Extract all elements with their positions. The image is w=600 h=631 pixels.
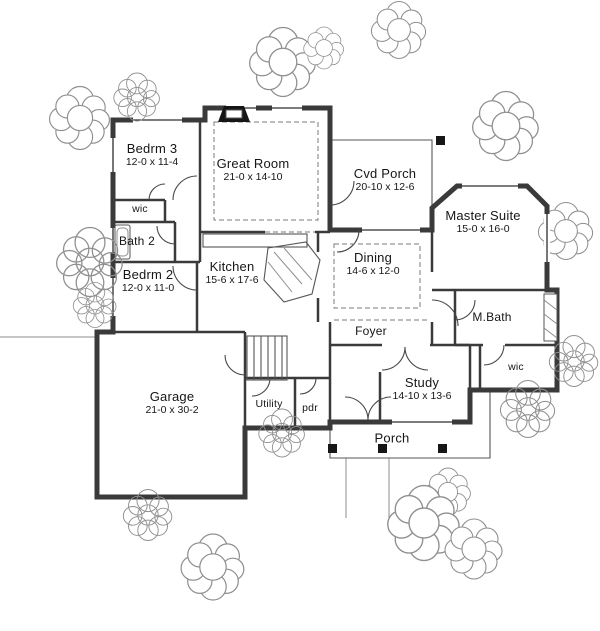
room-label-pdr: pdr (302, 402, 318, 414)
tree-icon (472, 90, 539, 162)
room-name: Foyer (355, 323, 387, 338)
room-label-mbath: M.Bath (472, 310, 511, 324)
room-label-dining: Dining 14-6 x 12-0 (346, 250, 399, 278)
room-dims: 12-0 x 11-4 (125, 156, 179, 169)
kitchen-island-hatch (267, 247, 313, 293)
tree-icon (370, 0, 427, 60)
trees-background (48, 0, 594, 601)
room-name: Study (404, 375, 440, 391)
room-label-master-suite: Master Suite 15-0 x 16-0 (445, 208, 520, 236)
room-label-bath2: Bath 2 (119, 234, 155, 248)
door-arc-icon (148, 183, 166, 201)
room-name: Garage (149, 389, 195, 405)
fixtures (114, 106, 558, 381)
column-icon (328, 444, 337, 453)
kitchen-counter (202, 233, 308, 248)
master-tub-hatch (543, 299, 558, 339)
room-name: Bedrm 2 (122, 267, 174, 283)
windows (110, 105, 550, 425)
door-arc-icon (483, 344, 505, 366)
porch-outlines (329, 139, 491, 459)
room-name: Utility (255, 397, 283, 410)
room-label-porch: Porch (375, 430, 410, 445)
room-name: Kitchen (209, 259, 255, 275)
room-dims: 15-6 x 17-6 (205, 274, 259, 287)
room-name: Dining (353, 250, 393, 266)
room-name: M.Bath (472, 309, 512, 324)
room-dims: 14-6 x 12-0 (346, 265, 400, 278)
room-label-kitchen: Kitchen 15-6 x 17-6 (205, 259, 258, 287)
room-label-wic-left: wic (132, 203, 148, 215)
door-arc-icon (251, 377, 271, 397)
bathtub-inner (116, 227, 129, 257)
door-arc-icon (381, 346, 406, 371)
room-name: Bedrm 3 (126, 141, 178, 157)
site-lines (0, 336, 390, 518)
room-dims: 14-10 x 13-6 (392, 390, 452, 403)
room-name: Porch (374, 430, 410, 446)
door-arc-icon (224, 354, 246, 376)
room-dims: 21-0 x 30-2 (145, 404, 199, 417)
room-name: pdr (302, 401, 318, 414)
room-name: wic (508, 360, 524, 373)
room-label-cvd-porch: Cvd Porch 20-10 x 12-6 (354, 166, 417, 194)
room-label-garage: Garage 21-0 x 30-2 (145, 389, 198, 417)
column-icon (438, 444, 447, 453)
master-tub-icon (543, 293, 558, 342)
room-name: Cvd Porch (353, 166, 417, 182)
door-arc-icon (454, 299, 476, 321)
room-label-wic-right: wic (508, 361, 524, 373)
tree-icon (48, 85, 110, 151)
ceiling-dashed-lines (213, 121, 430, 321)
stair-treads (253, 336, 283, 380)
tree-icon (113, 72, 160, 122)
door-arc-icon (299, 377, 317, 395)
porch-columns (328, 136, 447, 453)
door-swings (148, 175, 505, 421)
tree-icon (180, 533, 245, 601)
door-arc-icon (329, 180, 355, 206)
room-name: wic (132, 202, 148, 215)
kitchen-island (263, 241, 321, 303)
room-label-utility: Utility (255, 398, 282, 410)
door-arc-icon (156, 225, 176, 245)
door-arc-icon (172, 175, 198, 201)
column-icon (436, 136, 445, 145)
room-label-study: Study 14-10 x 13-6 (393, 375, 452, 403)
room-label-foyer: Foyer (355, 324, 387, 338)
room-dims: 21-0 x 14-10 (223, 171, 283, 184)
column-icon (378, 444, 387, 453)
room-label-bedrm3: Bedrm 3 12-0 x 11-4 (126, 141, 178, 169)
interior-walls (113, 120, 557, 428)
tree-icon (258, 408, 305, 458)
room-name: Great Room (216, 156, 290, 172)
room-name: Bath 2 (119, 233, 155, 248)
door-arc-icon (344, 396, 369, 421)
door-arc-icon (431, 299, 459, 327)
stairs (246, 335, 288, 381)
room-dims: 15-0 x 16-0 (456, 223, 510, 236)
door-arc-icon (172, 265, 198, 291)
door-arc-icon (404, 346, 429, 371)
door-arc-icon (367, 396, 392, 421)
room-dims: 20-10 x 12-6 (355, 181, 415, 194)
room-label-great-room: Great Room 21-0 x 14-10 (217, 156, 290, 184)
room-label-bedrm2: Bedrm 2 12-0 x 11-0 (122, 267, 174, 295)
room-name: Master Suite (445, 208, 521, 224)
tree-icon (249, 26, 316, 98)
room-dims: 12-0 x 11-0 (121, 282, 175, 295)
door-arc-icon (336, 229, 360, 253)
firebox-icon (225, 109, 243, 119)
